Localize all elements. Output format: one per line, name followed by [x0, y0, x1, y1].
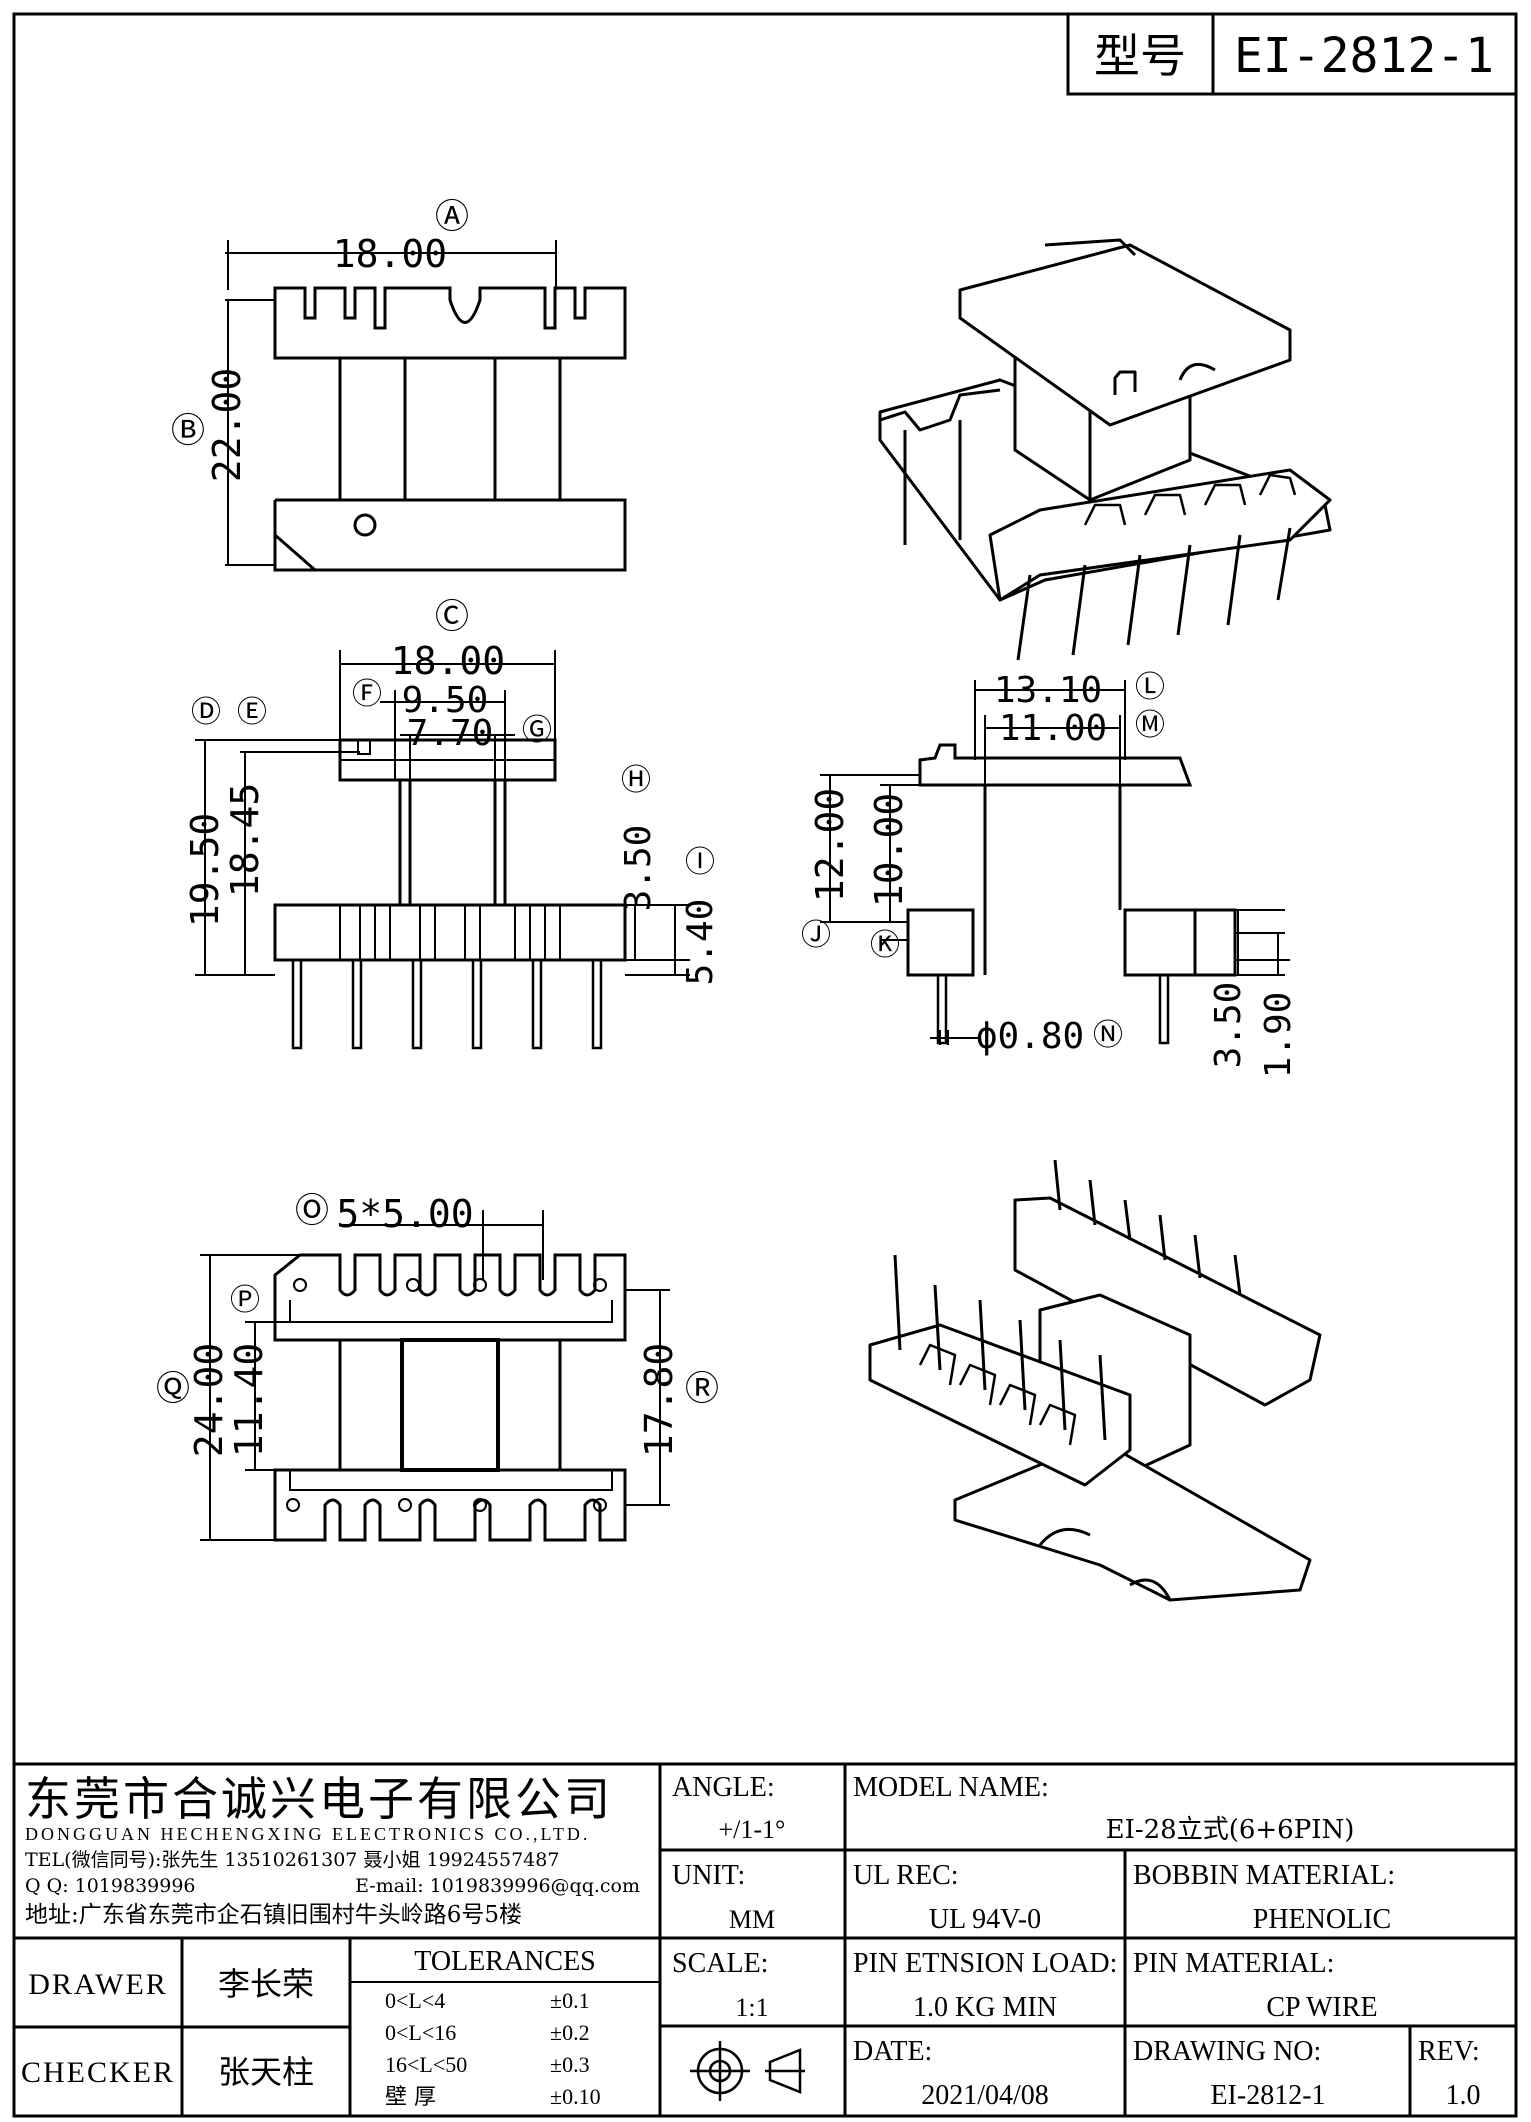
dim-j-label: Ⓙ — [801, 918, 831, 953]
front-view — [195, 650, 690, 1050]
dim-q-label: Ⓠ — [156, 1369, 190, 1409]
tol-val-4: ±0.10 — [550, 2084, 601, 2109]
dim-g-value: 7.70 — [407, 713, 494, 754]
dim-f-label: Ⓕ — [352, 677, 382, 712]
projection-symbol — [690, 2041, 805, 2101]
date-label: DATE: — [853, 2036, 932, 2067]
unit-value: MM — [729, 1905, 775, 1934]
tol-range-4: 壁 厚 — [385, 2085, 436, 2110]
dim-d-label: Ⓓ — [191, 695, 221, 730]
dim-k-label: Ⓚ — [870, 928, 900, 963]
dim-g-label: Ⓖ — [522, 713, 552, 748]
pin-material-value: CP WIRE — [1266, 1992, 1377, 2023]
dim-r-label: Ⓡ — [685, 1369, 719, 1409]
tol-val-1: ±0.1 — [550, 1988, 590, 2013]
drawer-label: DRAWER — [28, 1968, 168, 2001]
company-email: E-mail: 1019839996@qq.com — [355, 1875, 640, 1897]
checker-name: 张天柱 — [218, 2053, 314, 2091]
dim-l-label: Ⓛ — [1135, 670, 1165, 705]
model-name-value: EI-28立式(6+6PIN) — [1106, 1815, 1355, 1845]
dim-a-value: 18.00 — [333, 232, 447, 276]
drawing-no-value: EI-2812-1 — [1210, 2080, 1325, 2111]
top-view — [225, 240, 627, 572]
dim-c-value: 18.00 — [391, 639, 505, 683]
dim-m-label: Ⓜ — [1135, 708, 1165, 743]
side-view — [820, 680, 1290, 1045]
dim-o-value: 5*5.00 — [336, 1192, 473, 1236]
ul-rec-value: UL 94V-0 — [929, 1904, 1041, 1935]
rev-label: REV: — [1418, 2036, 1480, 2067]
model-name-label: MODEL NAME: — [853, 1772, 1049, 1803]
tol-val-3: ±0.3 — [550, 2052, 590, 2077]
dim-de-value-2: 18.45 — [223, 783, 267, 897]
dim-p-label: Ⓟ — [230, 1283, 260, 1318]
bobbin-material-value: PHENOLIC — [1253, 1904, 1391, 1935]
checker-label: CHECKER — [21, 2056, 175, 2089]
scale-label: SCALE: — [672, 1948, 768, 1979]
dim-k-value: 10.00 — [867, 793, 911, 907]
tolerances-title: TOLERANCES — [414, 1946, 596, 1977]
dim-h-label: Ⓗ — [621, 763, 651, 798]
dim-l-value: 13.10 — [994, 670, 1102, 711]
pin-load-value: 1.0 KG MIN — [913, 1992, 1057, 2023]
isometric-view-bottom — [868, 1159, 1322, 1602]
company-address: 地址:广东省东莞市企石镇旧围村牛头岭路6号5楼 — [25, 1902, 522, 1928]
dim-o-label: Ⓞ — [295, 1191, 329, 1231]
scale-value: 1:1 — [735, 1993, 768, 2022]
dim-b-label: Ⓑ — [171, 411, 205, 451]
bottom-view — [200, 1210, 670, 1542]
company-tel: TEL(微信同号):张先生 13510261307 聂小姐 1992455748… — [25, 1849, 559, 1871]
model-label: 型号 — [1094, 29, 1186, 83]
company-name-cn: 东莞市合诚兴电子有限公司 — [25, 1772, 613, 1826]
dim-m-value: 11.00 — [999, 708, 1107, 749]
unit-label: UNIT: — [672, 1860, 745, 1891]
dim-n-label: Ⓝ — [1093, 1018, 1123, 1053]
dim-de-value-1: 19.50 — [183, 813, 227, 927]
drawer-name: 李长荣 — [218, 1965, 314, 2003]
ul-rec-label: UL REC: — [853, 1860, 959, 1891]
pin-material-label: PIN MATERIAL: — [1133, 1948, 1334, 1979]
angle-label: ANGLE: — [672, 1772, 775, 1803]
dim-side-value-1: 3.50 — [1208, 982, 1249, 1069]
tol-val-2: ±0.2 — [550, 2020, 590, 2045]
dim-q-value-2: 11.40 — [227, 1343, 271, 1457]
dim-f-value: 9.50 — [402, 680, 489, 721]
tol-range-1: 0<L<4 — [385, 1988, 445, 2013]
rev-value: 1.0 — [1446, 2080, 1481, 2111]
date-value: 2021/04/08 — [921, 2080, 1049, 2111]
dim-b-value: 22.00 — [205, 368, 249, 482]
bobbin-material-label: BOBBIN MATERIAL: — [1133, 1860, 1395, 1891]
dim-j-value: 12.00 — [808, 788, 852, 902]
model-number: EI-2812-1 — [1234, 28, 1494, 84]
dim-i-value: 5.40 — [680, 899, 721, 986]
tol-range-3: 16<L<50 — [385, 2052, 467, 2077]
dim-n-value: ϕ0.80 — [976, 1016, 1084, 1057]
dim-e-label: Ⓔ — [237, 695, 267, 730]
dim-q-value-1: 24.00 — [187, 1343, 231, 1457]
drawing-no-label: DRAWING NO: — [1133, 2036, 1321, 2067]
company-name-en: DONGGUAN HECHENGXING ELECTRONICS CO.,LTD… — [25, 1824, 590, 1844]
dim-side-value-2: 1.90 — [1258, 992, 1299, 1079]
title-block — [14, 1762, 1516, 2116]
tol-range-2: 0<L<16 — [385, 2020, 456, 2045]
dim-c-label: Ⓒ — [435, 597, 469, 637]
dim-r-value: 17.80 — [637, 1343, 681, 1457]
dim-i-label: Ⓘ — [685, 845, 715, 880]
angle-value: +/1-1° — [719, 1815, 786, 1844]
model-header: 型号 EI-2812-1 — [1066, 12, 1518, 96]
dim-h-value: 3.50 — [618, 825, 659, 912]
pin-load-label: PIN ETNSION LOAD: — [853, 1948, 1117, 1979]
dim-a-label: Ⓐ — [435, 197, 469, 237]
isometric-view-top — [878, 238, 1332, 661]
company-qq: Q Q: 1019839996 — [25, 1875, 196, 1897]
